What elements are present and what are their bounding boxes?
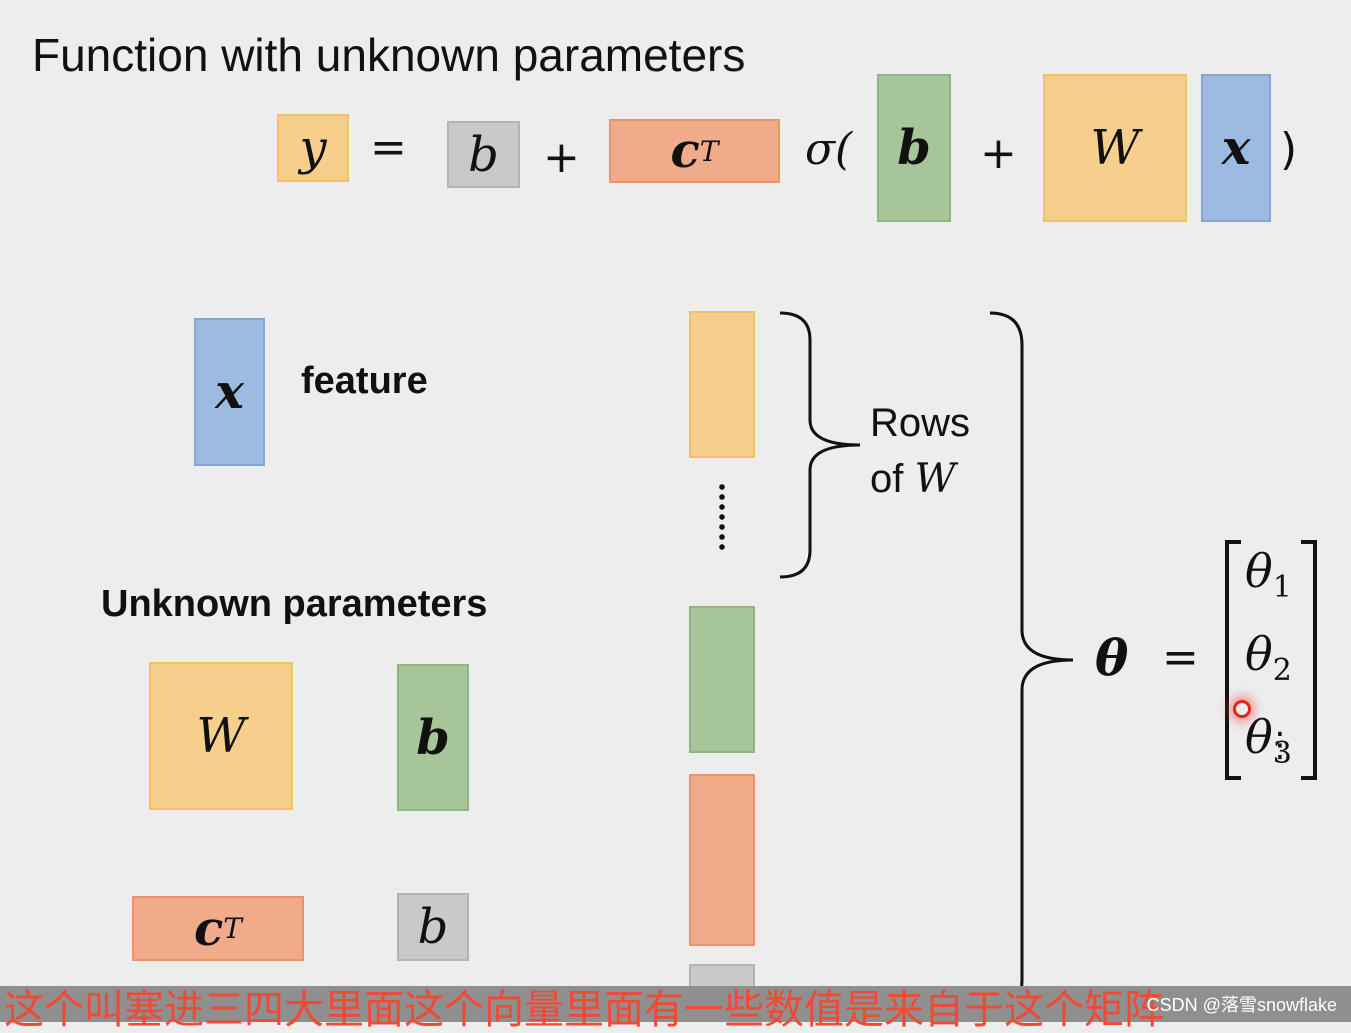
feature-label: feature	[301, 360, 428, 402]
plus-sign-2: +	[980, 128, 1017, 179]
theta-equals: =	[1162, 632, 1199, 683]
feature-x-box: x	[194, 318, 265, 466]
unknown-parameters-heading: Unknown parameters	[101, 583, 488, 625]
rows-label-W: W	[914, 456, 956, 502]
watermark: CSDN @落雪snowflake	[1146, 995, 1337, 1015]
param-b-scalar-box: b	[397, 893, 469, 961]
close-paren: )	[1280, 124, 1298, 175]
rows-brace-icon	[779, 311, 861, 579]
param-b-scalar-symbol: b	[417, 899, 449, 955]
rows-label-of: of	[870, 457, 904, 501]
theta-brace-icon	[989, 311, 1074, 1014]
W-matrix-box: W	[1043, 74, 1187, 222]
equals-sign: =	[370, 122, 407, 173]
theta-2: θ	[1245, 627, 1273, 682]
param-b-vector-box: b	[397, 664, 469, 811]
param-transpose-symbol: T	[223, 912, 242, 945]
c-symbol: c	[670, 123, 700, 179]
b-bold-symbol: b	[897, 120, 931, 176]
laser-pointer-icon	[1233, 700, 1251, 718]
x-symbol: x	[1221, 120, 1251, 176]
param-b-vector-symbol: b	[416, 709, 450, 766]
vertical-ellipsis-icon	[719, 482, 725, 554]
subscript-2: 2	[1272, 653, 1292, 689]
c-vector-segment	[689, 774, 755, 946]
theta-symbol: θ	[1095, 628, 1129, 687]
b-vector-segment	[689, 606, 755, 753]
x-vector-box: x	[1201, 74, 1271, 222]
feature-x-symbol: x	[215, 364, 244, 420]
subscript-1: 1	[1272, 570, 1292, 606]
y-symbol: y	[299, 120, 327, 176]
subscript-3: 3	[1272, 736, 1292, 772]
theta-3: θ	[1245, 710, 1273, 765]
transpose-symbol: T	[699, 134, 719, 168]
slide-title: Function with unknown parameters	[32, 29, 746, 81]
theta-1: θ	[1245, 544, 1273, 598]
theta-vector-brackets: θ1 θ2 θ3 ⋮	[1225, 540, 1317, 780]
sigma-open: σ(	[805, 124, 853, 175]
b-scalar-box: b	[447, 121, 520, 188]
rows-label-line1: Rows	[870, 401, 971, 445]
param-c-symbol: c	[194, 900, 224, 957]
subtitle-bar	[0, 986, 1351, 1022]
W-symbol: W	[1090, 120, 1140, 176]
rows-of-W-label: Rows of W	[870, 395, 970, 507]
b-symbol: b	[468, 126, 499, 183]
theta-entries: θ1 θ2 θ3	[1245, 538, 1292, 788]
b-vector-box: b	[877, 74, 951, 222]
row-of-W-box	[689, 311, 755, 458]
param-W-symbol: W	[196, 708, 246, 764]
subtitle-text: 这个叫塞进三四大里面这个向量里面有一些数值是来自于这个矩阵	[4, 987, 1164, 1033]
plus-sign: +	[543, 132, 580, 183]
y-box: y	[277, 114, 349, 182]
param-W-box: W	[149, 662, 293, 810]
theta-ellipsis: ⋮	[1263, 725, 1297, 765]
